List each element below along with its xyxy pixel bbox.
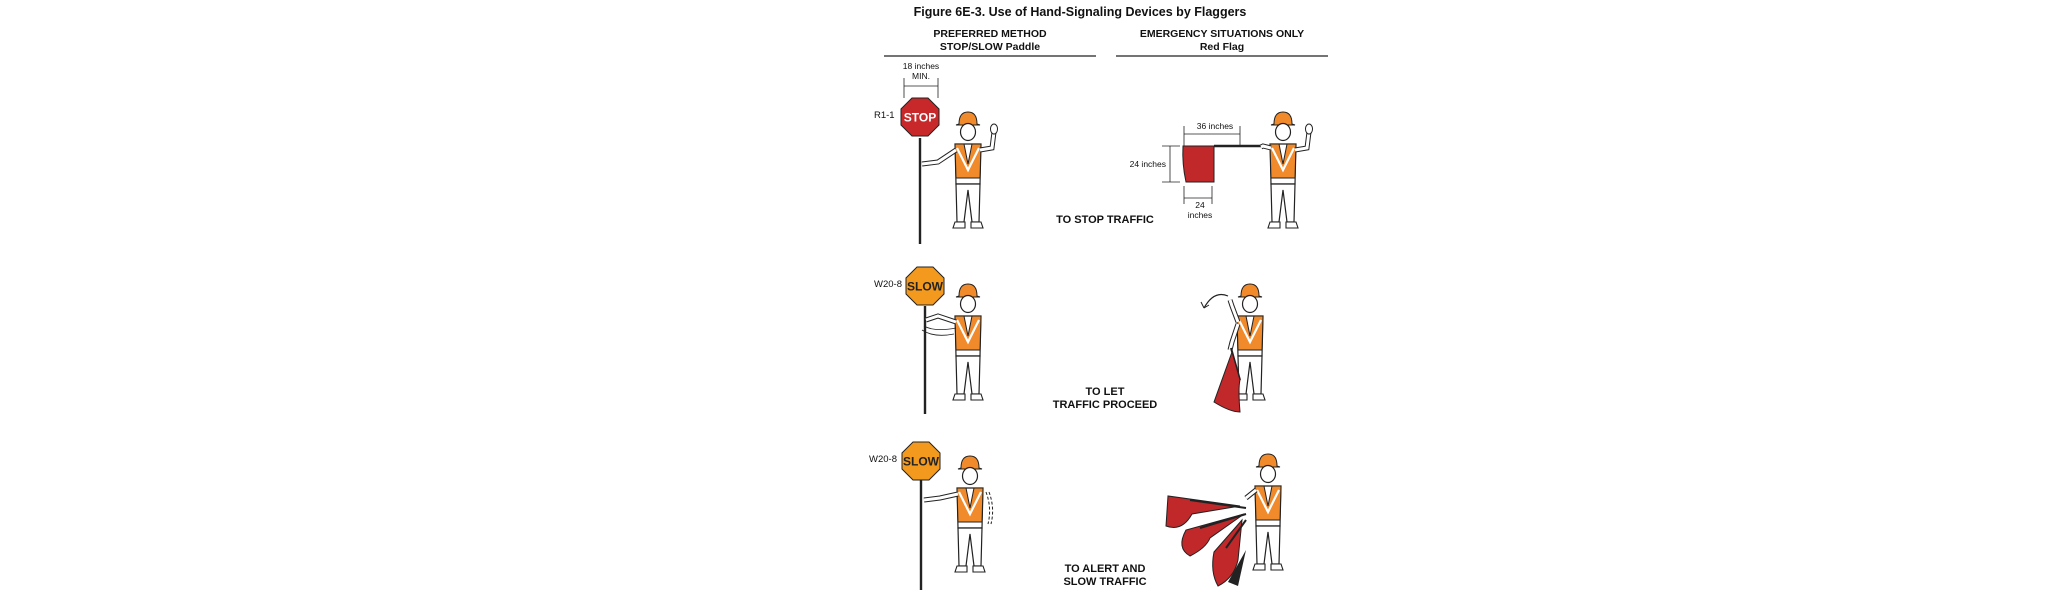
flag-bottom-unit: inches — [1187, 210, 1213, 220]
flag-bottom-dimension — [1183, 186, 1213, 204]
caption-proceed-line1: TO LET — [1085, 386, 1125, 398]
flagger-alert-paddle — [923, 454, 994, 574]
stop-sign-icon: STOP — [900, 97, 940, 137]
swing-flag-shadow — [1228, 550, 1246, 586]
paddle-width-dimension — [903, 78, 939, 98]
caption-proceed: TO LET TRAFFIC PROCEED — [1020, 386, 1190, 412]
left-column-header: PREFERRED METHOD STOP/SLOW Paddle — [880, 28, 1100, 54]
flag-height-label: 24 inches — [1129, 159, 1166, 169]
red-flag-icon — [1182, 145, 1215, 183]
left-header-line2: STOP/SLOW Paddle — [939, 41, 1041, 53]
flagger-alert-flag — [1244, 452, 1285, 572]
slow-sign-text-b: SLOW — [903, 455, 940, 469]
right-header-line2: Red Flag — [1199, 41, 1245, 53]
paddle-min-text: MIN. — [912, 71, 930, 81]
stop-sign-text: STOP — [904, 111, 936, 125]
flagger-proceed-paddle — [921, 282, 985, 402]
slow-sign-text-a: SLOW — [907, 280, 944, 294]
caption-alert-line2: SLOW TRAFFIC — [1063, 576, 1147, 588]
caption-proceed-line2: TRAFFIC PROCEED — [1052, 399, 1158, 411]
caption-alert: TO ALERT AND SLOW TRAFFIC — [1020, 563, 1190, 589]
sign-code-w20-8-a: W20-8 — [874, 279, 902, 290]
flagger-stop-flag — [1259, 110, 1313, 230]
sign-code-r1-1: R1-1 — [874, 110, 895, 121]
figure-title: Figure 6E-3. Use of Hand-Signaling Devic… — [913, 5, 1247, 19]
red-flag-down-icon — [1213, 350, 1241, 413]
right-column-header: EMERGENCY SITUATIONS ONLY Red Flag — [1112, 28, 1332, 54]
flag-width-dimension — [1183, 126, 1241, 146]
flag-width-label: 36 inches — [1196, 121, 1234, 131]
flagger-proceed-flag — [1200, 282, 1267, 402]
right-header-line1: EMERGENCY SITUATIONS ONLY — [1139, 28, 1305, 40]
left-header-line1: PREFERRED METHOD — [933, 28, 1047, 40]
flag-height-dimension — [1162, 145, 1180, 183]
caption-stop-line1: TO STOP TRAFFIC — [1056, 214, 1154, 226]
swing-flag-middle — [1181, 513, 1245, 557]
slow-sign-icon-a: SLOW — [905, 266, 945, 306]
caption-stop: TO STOP TRAFFIC — [1020, 214, 1190, 227]
flagger-stop-paddle — [921, 110, 998, 230]
flag-bottom-label: 24 inches — [1180, 200, 1220, 220]
caption-alert-line1: TO ALERT AND — [1064, 563, 1146, 575]
flag-bottom-value: 24 — [1195, 200, 1205, 210]
paddle-width-label: 18 inches MIN. — [896, 61, 946, 81]
motion-arc — [1203, 293, 1229, 309]
flag-swing-group — [1165, 495, 1247, 587]
sign-code-w20-8-b: W20-8 — [869, 454, 897, 465]
paddle-width-text: 18 inches — [902, 61, 940, 71]
slow-sign-icon-b: SLOW — [901, 441, 941, 481]
